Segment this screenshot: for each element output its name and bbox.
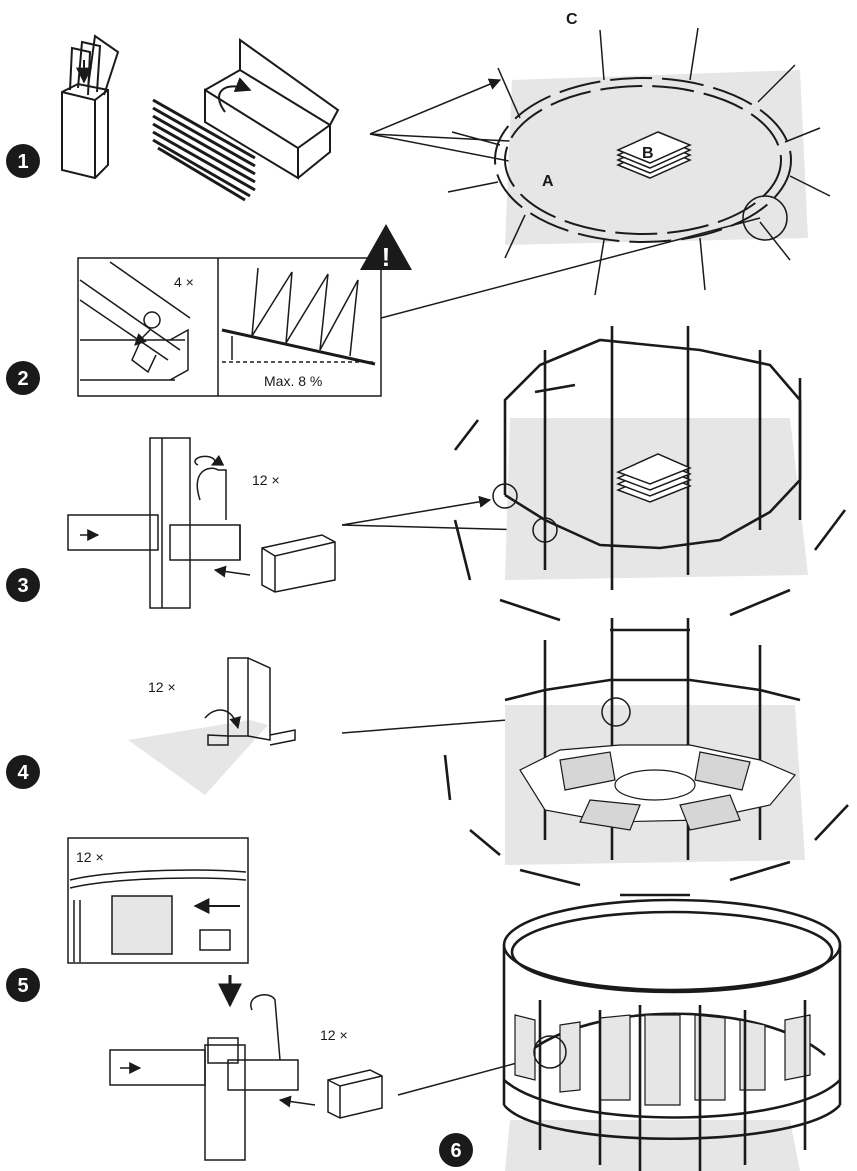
floor-pads: [519, 744, 796, 831]
step-4-panel: 4 12 ×: [6, 618, 849, 897]
liner-panels: [514, 1014, 811, 1106]
step-badge-5: [6, 968, 40, 1002]
part-label-c: C: [566, 11, 578, 28]
manual-stack-icon: [616, 131, 692, 179]
step-badge-1: [6, 144, 40, 178]
slope-limit-label: Max. 8 %: [264, 373, 322, 389]
documents-box-icon: [61, 34, 120, 180]
floor-beams: [453, 383, 847, 632]
parts-bundle-icon: [152, 98, 256, 202]
step-2-panel: 2 4 × Max. 8 %: [6, 217, 761, 397]
svg-text:!: !: [382, 242, 391, 272]
uprights: [538, 1000, 807, 1171]
step-3-count: 12 ×: [252, 472, 280, 488]
step-2-frame: [77, 257, 382, 397]
uprights-laid-out: [447, 27, 831, 296]
clip-detail-icon: [79, 261, 191, 381]
step-number-1: 1: [17, 151, 28, 173]
detail-circle: [601, 697, 631, 727]
detail-circle: [492, 483, 518, 509]
step-6-panel: 6: [439, 898, 842, 1171]
beam-part-icon-2: [327, 1069, 383, 1119]
step-5-panel: 5 12 × 12 ×: [6, 837, 530, 1161]
detail-circle: [533, 1035, 567, 1069]
step-badge-3: [6, 568, 40, 602]
step-badge-6: [439, 1133, 473, 1167]
part-label-b: B: [642, 145, 654, 162]
beam-connector-icon: [67, 437, 251, 609]
step-number-2: 2: [17, 368, 28, 390]
layout-plan: A B C: [447, 11, 831, 296]
step-4-count: 12 ×: [148, 679, 176, 695]
beam-part-icon: [261, 534, 336, 593]
step-number-4: 4: [17, 762, 29, 784]
beam-connector-icon-2: [109, 994, 316, 1161]
assembled-pool: [502, 898, 842, 1171]
slope-diagram: [221, 267, 376, 366]
step-number-6: 6: [450, 1140, 461, 1162]
step-number-5: 5: [17, 975, 28, 997]
step-5-inset-count: 12 ×: [76, 849, 104, 865]
step-5-count: 12 ×: [320, 1027, 348, 1043]
step-3-panel: 3 12 ×: [6, 326, 847, 632]
frame-assembly-1: [453, 326, 847, 632]
manual-stack-icon: [616, 453, 692, 503]
step-2-pointer: [380, 217, 761, 319]
detail-circle: [742, 195, 788, 241]
floor-beams: [443, 754, 849, 897]
liner-detail-icon: [69, 869, 247, 962]
warning-triangle-icon: !: [360, 224, 412, 272]
step-badge-4: [6, 755, 40, 789]
step-1-panel: 1: [6, 11, 831, 296]
detail-circle: [532, 517, 558, 543]
step-2-count: 4 ×: [174, 274, 194, 290]
step-badge-2: [6, 361, 40, 395]
post-base-icon: [128, 657, 296, 795]
part-label-a: A: [542, 173, 554, 190]
step-number-3: 3: [17, 575, 28, 597]
open-box-icon: [204, 38, 340, 180]
frame-assembly-2: [443, 618, 849, 897]
